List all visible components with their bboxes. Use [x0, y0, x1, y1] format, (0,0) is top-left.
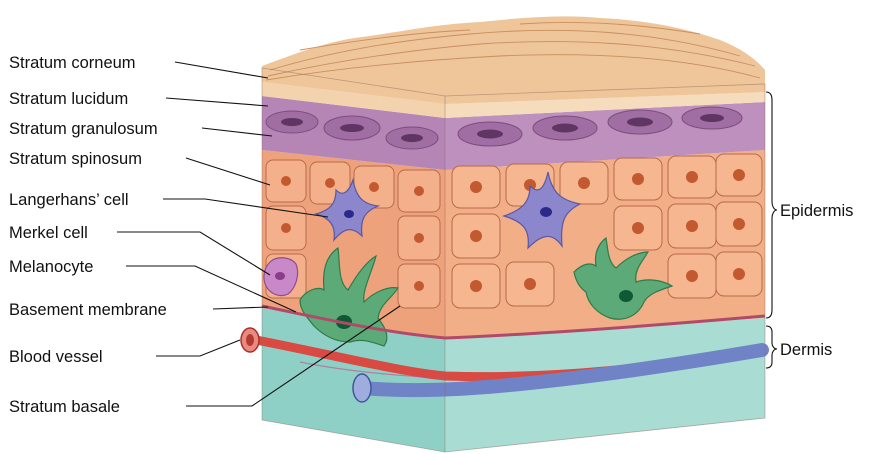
skin-block	[241, 16, 765, 452]
vein-end	[353, 374, 371, 402]
merkel-nucleus	[275, 272, 285, 280]
corneum-top	[262, 16, 765, 104]
label-stratum-basale: Stratum basale	[9, 398, 120, 416]
label-dermis: Dermis	[780, 341, 832, 359]
label-langerhans-cell: Langerhans’ cell	[9, 191, 129, 209]
label-epidermis: Epidermis	[780, 202, 853, 220]
label-blood-vessel: Blood vessel	[9, 348, 103, 366]
label-basement-membrane: Basement membrane	[9, 301, 167, 319]
label-stratum-corneum: Stratum corneum	[9, 54, 136, 72]
label-stratum-lucidum: Stratum lucidum	[9, 90, 128, 108]
epidermis-bracket	[766, 92, 777, 318]
label-merkel-cell: Merkel cell	[9, 224, 88, 242]
label-stratum-spinosum: Stratum spinosum	[9, 150, 142, 168]
label-melanocyte: Melanocyte	[9, 258, 93, 276]
label-stratum-granulosum: Stratum granulosum	[9, 120, 158, 138]
